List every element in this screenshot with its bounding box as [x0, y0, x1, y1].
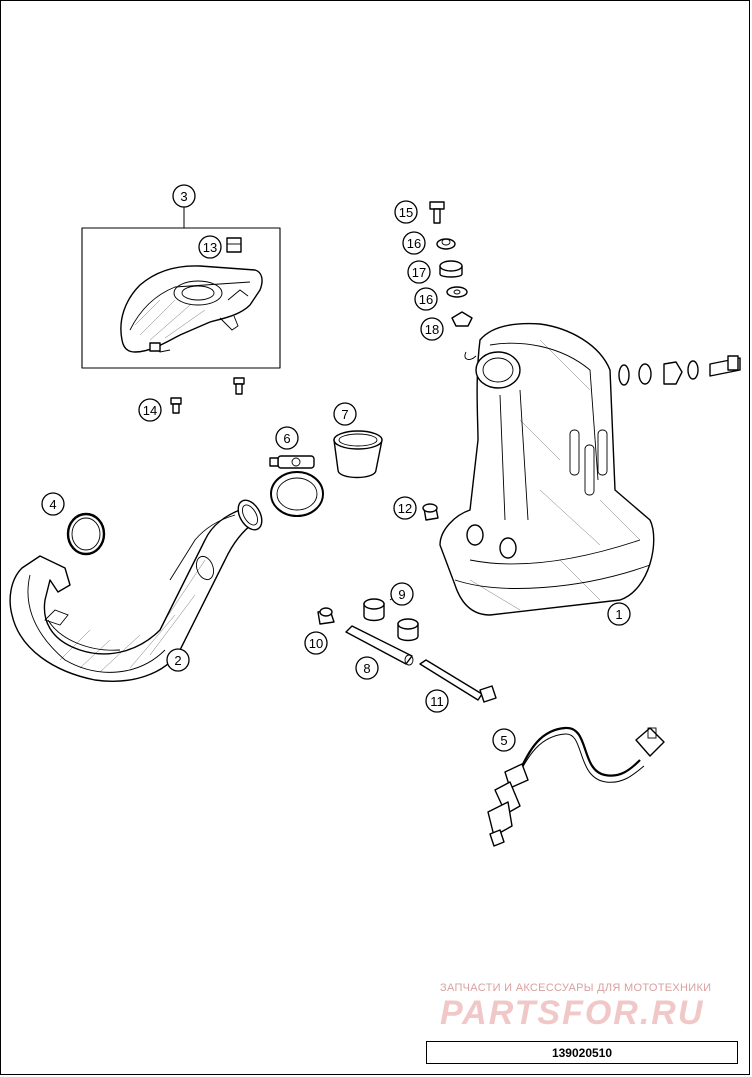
callout-circle — [492, 728, 516, 752]
watermark-logo: PARTSFOR.RU — [440, 994, 705, 1032]
grommet-part-12 — [422, 503, 439, 521]
callout-circle — [607, 602, 631, 626]
callout-14: 14 — [138, 398, 162, 422]
callout-circle — [333, 402, 357, 426]
callout-18: 18 — [420, 317, 444, 341]
fastener-stack — [429, 201, 473, 327]
callout-label: 18 — [425, 322, 439, 337]
document-number: 139020510 — [426, 1041, 738, 1064]
callout-label: 1 — [615, 607, 622, 622]
callout-circle — [407, 260, 431, 284]
callout-13: 13 — [198, 235, 222, 259]
oxygen-sensor-part — [487, 726, 665, 847]
callout-12: 12 — [393, 496, 417, 520]
callout-label: 13 — [203, 240, 217, 255]
callout-label: 3 — [180, 189, 187, 204]
callout-label: 2 — [174, 653, 181, 668]
callout-label: 14 — [143, 403, 157, 418]
callout-label: 7 — [341, 407, 348, 422]
callout-label: 15 — [399, 205, 413, 220]
callout-label: 5 — [500, 733, 507, 748]
heat-shield-group — [81, 206, 281, 369]
heat-shield-part — [120, 265, 263, 353]
clip-part-13 — [226, 237, 242, 253]
callout-circle — [172, 184, 196, 208]
callout-label: 8 — [363, 661, 370, 676]
callout-15: 15 — [394, 200, 418, 224]
callout-10: 10 — [304, 631, 328, 655]
callout-label: 6 — [283, 431, 290, 446]
callout-circle — [390, 582, 414, 606]
callout-label: 10 — [309, 636, 323, 651]
callout-17: 17 — [407, 260, 431, 284]
screw-parts-14 — [170, 377, 245, 414]
callout-circle — [414, 287, 438, 311]
callout-2: 2 — [166, 648, 190, 672]
callout-circle — [166, 648, 190, 672]
callout-circle — [402, 231, 426, 255]
callout-circle — [198, 235, 222, 259]
muffler-mount-fasteners — [618, 355, 741, 386]
callout-circle — [394, 200, 418, 224]
callout-label: 11 — [430, 694, 444, 709]
callout-8: 8 — [355, 656, 379, 680]
callout-label: 4 — [49, 497, 56, 512]
callout-16a: 16 — [402, 231, 426, 255]
callout-7: 7 — [333, 402, 357, 426]
sleeve-part-7 — [333, 430, 383, 479]
callout-circle — [393, 496, 417, 520]
callout-9: 9 — [390, 582, 414, 606]
clamp-part-6 — [269, 455, 324, 517]
callout-5: 5 — [492, 728, 516, 752]
callout-6: 6 — [275, 426, 299, 450]
callout-label: 9 — [398, 587, 405, 602]
callout-label: 16 — [419, 292, 433, 307]
callout-circle — [420, 317, 444, 341]
callout-3: 3 — [172, 184, 196, 208]
callout-label: 12 — [398, 501, 412, 516]
header-pipe-part — [9, 499, 263, 682]
callout-circle — [138, 398, 162, 422]
callout-circle — [275, 426, 299, 450]
callout-label: 16 — [407, 236, 421, 251]
mount-hardware — [317, 598, 497, 703]
callout-label: 17 — [412, 265, 426, 280]
callout-11: 11 — [425, 689, 449, 713]
gasket-part-4 — [66, 512, 106, 556]
callout-circle — [304, 631, 328, 655]
callout-circle — [41, 492, 65, 516]
muffler-part — [439, 322, 655, 616]
callout-circle — [355, 656, 379, 680]
callout-1: 1 — [607, 602, 631, 626]
callout-4: 4 — [41, 492, 65, 516]
callout-16b: 16 — [414, 287, 438, 311]
callout-circle — [425, 689, 449, 713]
watermark-tagline: ЗАПЧАСТИ И АКСЕССУАРЫ ДЛЯ МОТОТЕХНИКИ — [440, 982, 712, 994]
